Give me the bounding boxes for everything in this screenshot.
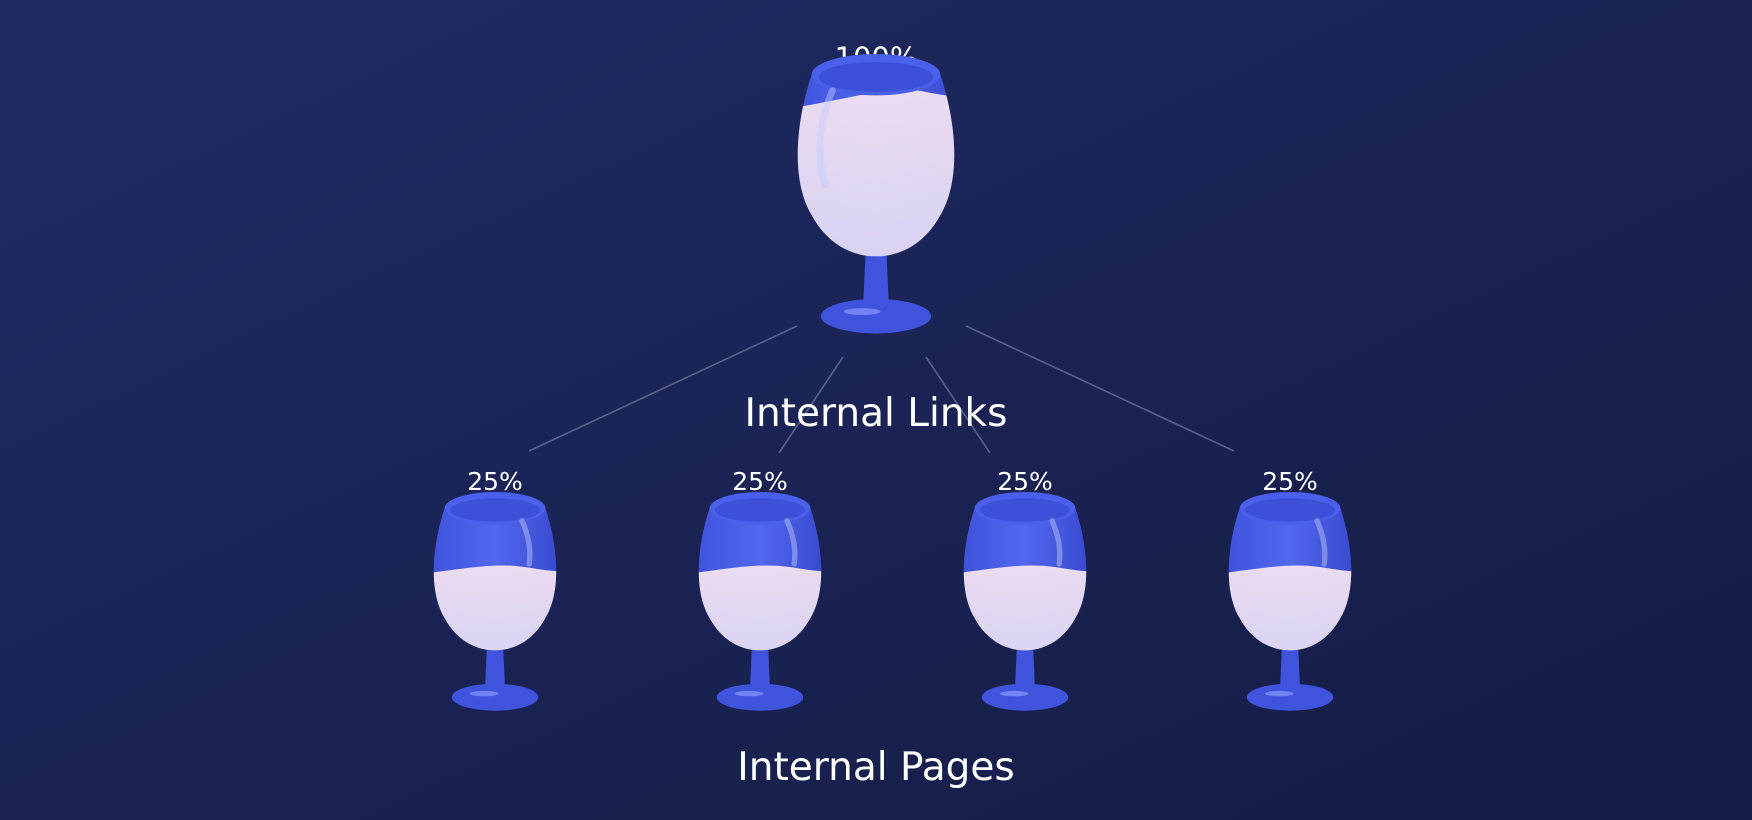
connector-line-4 <box>965 325 1235 452</box>
connector-lines <box>528 325 1235 454</box>
page-glass-1: 25% <box>433 467 557 711</box>
connector-line-2 <box>778 356 844 454</box>
page-glass-percent: 25% <box>997 467 1053 496</box>
page-glass-3: 25% <box>963 467 1087 711</box>
internal-pages-label: Internal Pages <box>737 745 1014 790</box>
connector-line-1 <box>528 325 798 452</box>
page-glass-percent: 25% <box>467 467 523 496</box>
page-glass-percent: 25% <box>732 467 788 496</box>
internal-links-label: Internal Links <box>745 391 1008 436</box>
page-glass-2: 25% <box>698 467 822 711</box>
page-glass-4: 25% <box>1228 467 1352 711</box>
glass-icon <box>1228 492 1352 711</box>
connector-line-3 <box>925 356 991 454</box>
glass-icon <box>698 492 822 711</box>
page-glass-percent: 25% <box>1262 467 1318 496</box>
glass-icon <box>963 492 1087 711</box>
glass-icon <box>433 492 557 711</box>
